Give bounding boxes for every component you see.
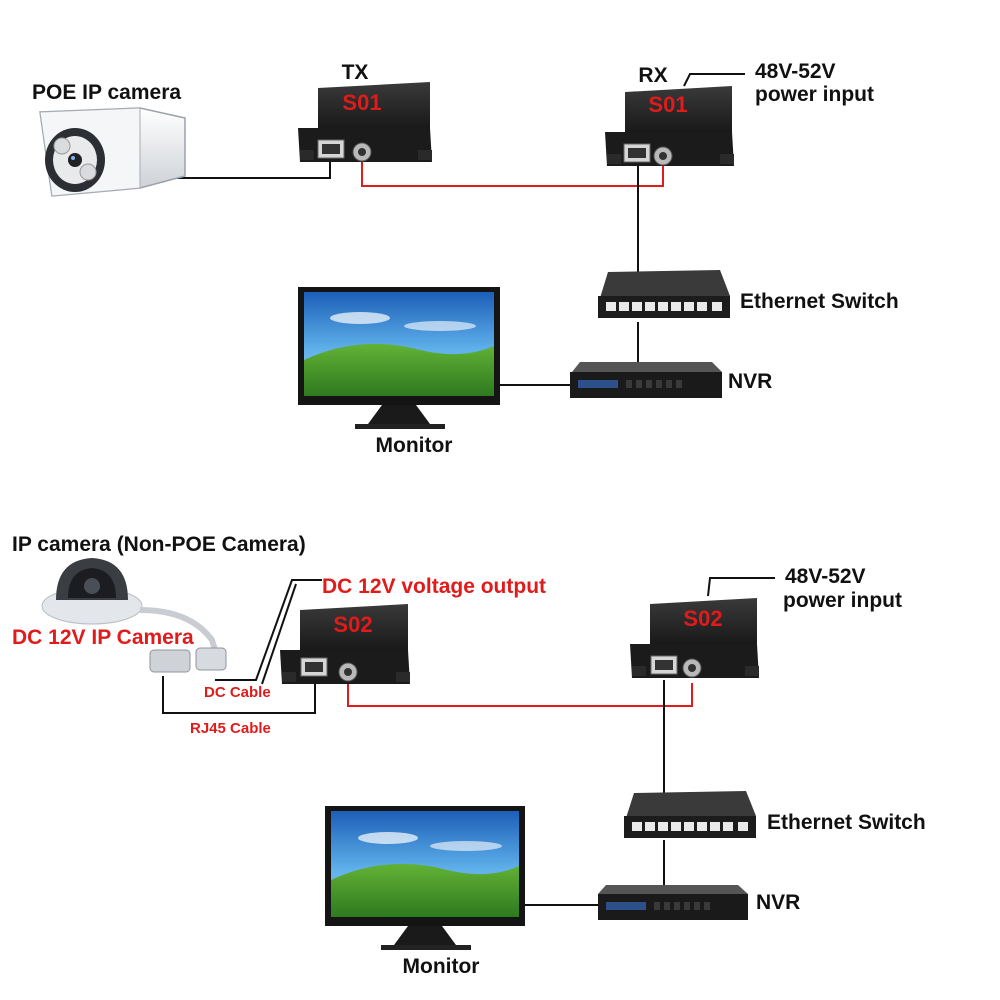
monitor-label: Monitor [376, 434, 453, 457]
non-poe-camera-label: IP camera (Non-POE Camera) [12, 533, 306, 556]
dc-output-leader-line [215, 579, 322, 681]
ethernet-switch-label: Ethernet Switch [767, 811, 926, 834]
rx-label: RX [638, 64, 667, 87]
rx-model-text: S02 [683, 606, 722, 631]
tx-label: TX [342, 61, 369, 84]
nvr [570, 362, 722, 398]
power-input-label: power input [755, 83, 874, 106]
nvr-label: NVR [756, 891, 800, 914]
poe-ip-camera [39, 107, 186, 197]
top-wires [160, 73, 745, 386]
power-input-label: power input [783, 589, 902, 612]
monitor [298, 287, 500, 429]
top-diagram: S01 S01 [32, 60, 899, 457]
ethernet-switch [598, 270, 730, 318]
tx-device: S02 [280, 604, 410, 684]
nvr-label: NVR [728, 370, 772, 393]
dc-output-leader-line-inner [261, 583, 297, 685]
dc-ip-camera-label: DC 12V IP Camera [12, 626, 194, 649]
ethernet-switch-label: Ethernet Switch [740, 290, 899, 313]
nvr [598, 885, 748, 920]
rx-device: S02 [630, 598, 759, 678]
rj45-cable-label: RJ45 Cable [190, 720, 271, 737]
monitor-label: Monitor [403, 955, 480, 978]
power-input-voltage-label: 48V-52V [755, 60, 836, 83]
dc-cable-label: DC Cable [204, 684, 271, 701]
poe-camera-label: POE IP camera [32, 81, 181, 104]
monitor [325, 806, 525, 950]
dc-voltage-output-label: DC 12V voltage output [322, 575, 546, 598]
tx-to-rx-coax-wire [347, 683, 693, 707]
camera-to-tx-ethernet-wire [160, 158, 331, 179]
ethernet-switch [624, 791, 756, 838]
dome-ip-camera [41, 558, 227, 673]
rj45-cable-wire [162, 676, 316, 714]
rx-model-text: S01 [648, 92, 687, 117]
power-input-voltage-label: 48V-52V [785, 565, 866, 588]
tx-to-rx-coax-wire [361, 162, 664, 187]
tx-model-text: S02 [333, 612, 372, 637]
tx-device: S01 [298, 82, 432, 162]
rx-device: S01 [605, 86, 734, 166]
bottom-diagram: S02 S02 [12, 533, 926, 978]
rx-power-leader-line [683, 73, 745, 87]
tx-model-text: S01 [342, 90, 381, 115]
bottom-wires [162, 577, 775, 906]
rx-power-leader-line [707, 577, 775, 597]
